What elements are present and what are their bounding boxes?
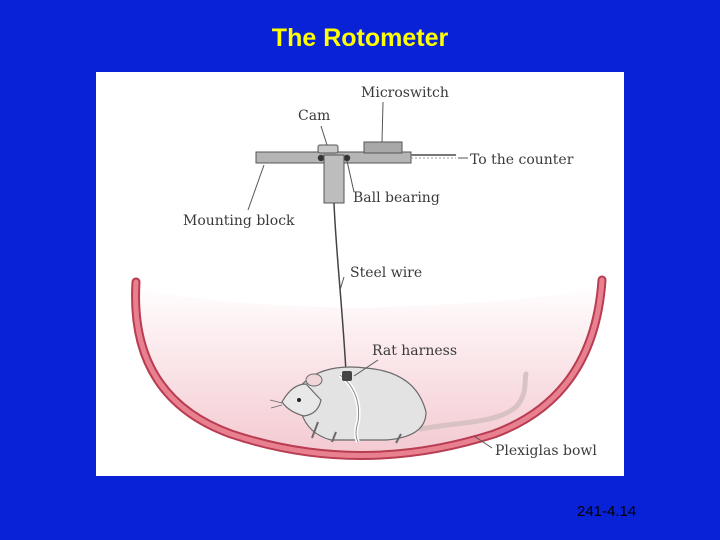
- rotometer-figure: Microswitch Cam To the counter Ball bear…: [96, 72, 624, 476]
- rat-ear: [305, 373, 323, 387]
- label-microswitch: Microswitch: [361, 85, 449, 101]
- leader-cam: [320, 125, 328, 146]
- leader-steel-wire: [339, 276, 345, 291]
- rat-eye: [297, 398, 301, 402]
- rotometer-diagram: Microswitch Cam To the counter Ball bear…: [131, 85, 607, 460]
- leader-rat-harness: [353, 359, 379, 377]
- mounting-block: [323, 154, 345, 204]
- cam: [317, 144, 339, 154]
- slide-code: 241-4.14: [577, 503, 637, 520]
- label-steel-wire: Steel wire: [350, 265, 422, 281]
- slide-title: The Rotometer: [271, 24, 449, 52]
- leader-plexiglas-bowl: [473, 435, 493, 449]
- label-rat-harness: Rat harness: [372, 343, 457, 359]
- rat-leg: [395, 433, 402, 444]
- rat-leg: [331, 431, 337, 443]
- rat-leg: [311, 421, 319, 439]
- leader-ball-bearing: [346, 160, 355, 193]
- rat-head: [281, 383, 322, 417]
- rat-tail: [418, 371, 529, 432]
- leader-mounting-block: [247, 164, 265, 211]
- harness-clip: [342, 371, 352, 381]
- label-to-counter: To the counter: [470, 152, 574, 168]
- rat-body: [295, 366, 427, 441]
- label-cam: Cam: [298, 108, 330, 124]
- rat: [269, 366, 529, 444]
- label-mounting-block: Mounting block: [183, 213, 295, 229]
- steel-wire: [333, 202, 347, 373]
- microswitch: [363, 141, 403, 154]
- ball-bearing: [317, 154, 325, 162]
- ball-bearing: [343, 154, 351, 162]
- label-ball-bearing: Ball bearing: [353, 190, 440, 206]
- leader-microswitch: [381, 101, 384, 143]
- label-plexiglas-bowl: Plexiglas bowl: [495, 443, 597, 459]
